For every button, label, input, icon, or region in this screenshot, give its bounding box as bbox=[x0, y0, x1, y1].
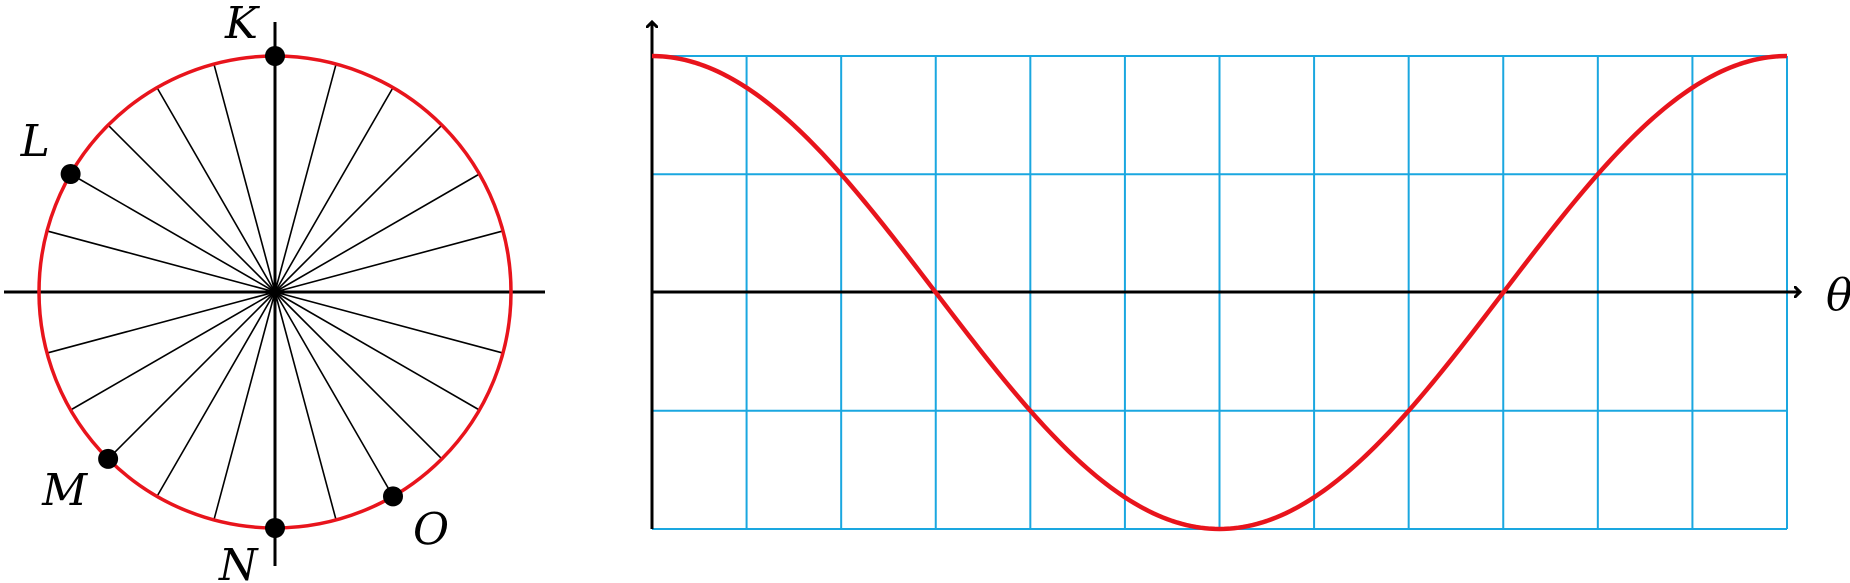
point-k-marker bbox=[265, 46, 285, 66]
point-l-marker bbox=[60, 164, 81, 184]
circle-points: K L M N O bbox=[20, 0, 449, 583]
point-o-marker bbox=[383, 486, 403, 507]
point-l-label: L bbox=[20, 116, 50, 167]
spoke bbox=[107, 124, 276, 293]
spoke bbox=[213, 63, 276, 293]
spoke bbox=[274, 173, 480, 293]
point-o-label: O bbox=[413, 504, 449, 555]
unit-circle-panel: K L M N O bbox=[4, 0, 545, 583]
point-n-marker bbox=[265, 518, 285, 538]
spoke bbox=[70, 291, 276, 411]
spoke bbox=[213, 291, 276, 521]
spoke bbox=[274, 291, 504, 354]
point-n-label: N bbox=[218, 540, 259, 583]
spoke bbox=[274, 291, 337, 521]
cosine-graph-panel: θ bbox=[650, 22, 1850, 532]
spoke bbox=[156, 87, 276, 293]
point-m-marker bbox=[98, 448, 119, 469]
point-m-label: M bbox=[41, 465, 88, 516]
spoke bbox=[274, 124, 443, 293]
cosine-curve bbox=[651, 53, 1788, 532]
spoke bbox=[274, 291, 443, 460]
spoke bbox=[156, 291, 276, 497]
x-axis-label: θ bbox=[1826, 270, 1850, 321]
spoke bbox=[274, 230, 504, 293]
spoke bbox=[46, 230, 276, 293]
spoke bbox=[70, 173, 276, 293]
spoke bbox=[274, 291, 394, 497]
point-k-label: K bbox=[224, 0, 260, 49]
spoke bbox=[107, 291, 276, 460]
spoke bbox=[274, 63, 337, 293]
spoke bbox=[46, 291, 276, 354]
spoke bbox=[274, 87, 394, 293]
spoke bbox=[274, 291, 480, 411]
